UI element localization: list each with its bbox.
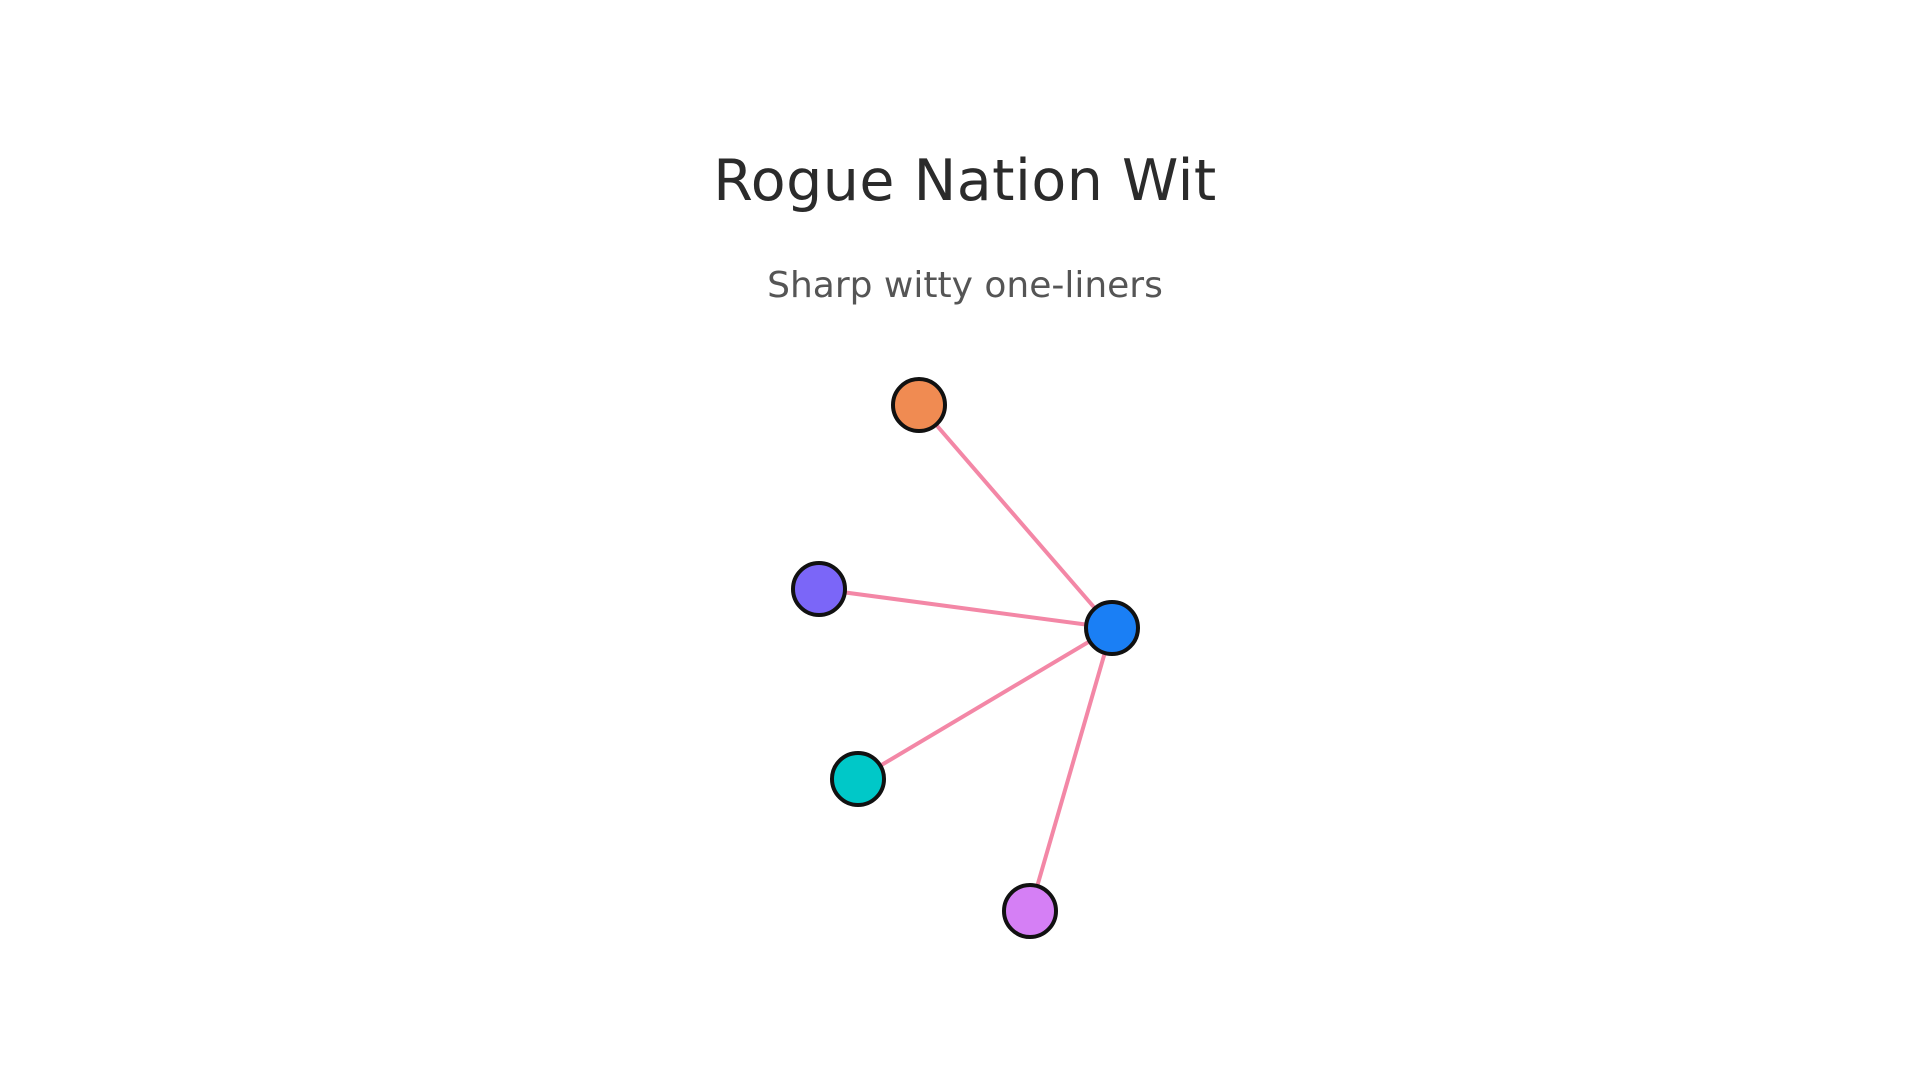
edge-hub-lower-left: [856, 626, 1114, 781]
page-title: Rogue Nation Wit: [713, 148, 1217, 214]
edge-hub-left: [818, 587, 1113, 630]
edge-hub-bottom: [1028, 627, 1114, 912]
node-left: [791, 561, 847, 617]
graph-nodes: [791, 377, 1140, 939]
edge-hub-top: [917, 403, 1114, 630]
node-bottom: [1002, 883, 1058, 939]
node-hub: [1084, 600, 1140, 656]
node-top: [891, 377, 947, 433]
node-lower-left: [830, 751, 886, 807]
graph-edges: [818, 403, 1114, 912]
page-subtitle: Sharp witty one-liners: [767, 265, 1163, 306]
